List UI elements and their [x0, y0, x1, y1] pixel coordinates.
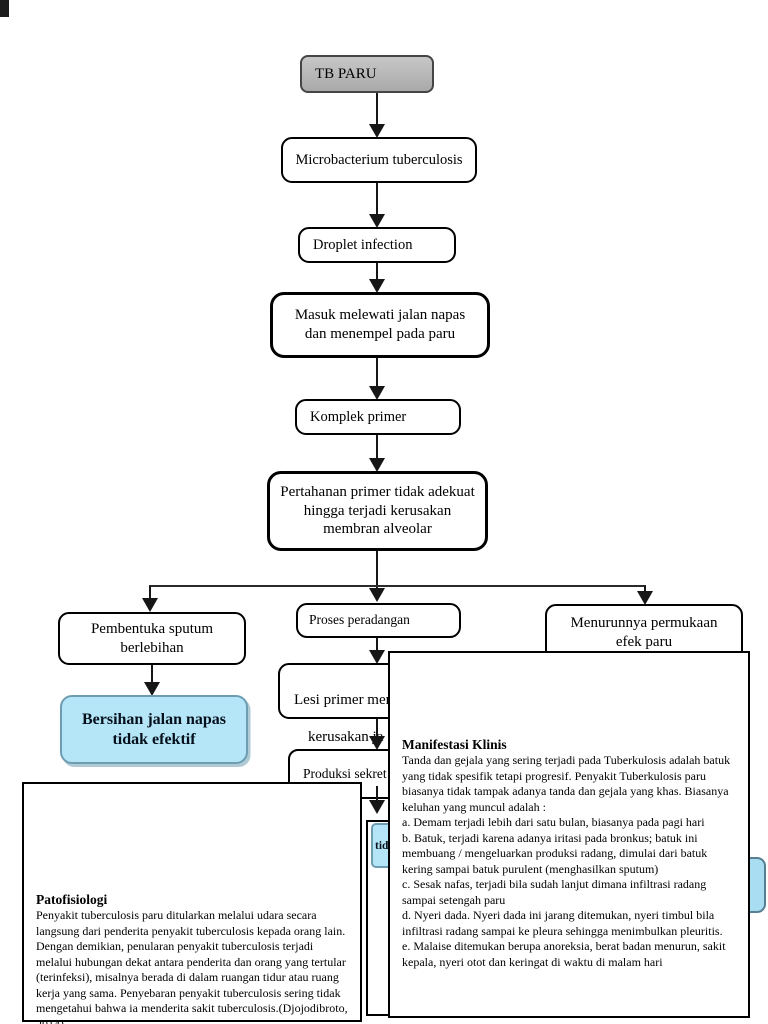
- flow-arrow: [369, 719, 385, 750]
- flow-box-pembentuka-label: Pembentuka sputum berlebihan: [90, 620, 214, 656]
- diagnosis-bersihan-label: Bersihan jalan napas tidak efektif: [81, 710, 227, 748]
- arrow-head-icon: [369, 458, 385, 472]
- flow-arrow: [637, 586, 653, 605]
- arrow-head-icon: [369, 214, 385, 228]
- scan-artifact: [0, 0, 9, 17]
- arrow-head-icon: [144, 682, 160, 696]
- arrow-head-icon: [369, 279, 385, 293]
- arrow-stem: [376, 435, 378, 459]
- textbox-patofisiologi: Patofisiologi Penyakit tuberculosis paru…: [22, 782, 362, 1024]
- flow-arrow: [369, 263, 385, 293]
- flow-box-droplet-infection: Droplet infection: [298, 227, 456, 263]
- textbox-manifestasi-klinis: Manifestasi Klinis Tanda dan gejala yang…: [388, 651, 750, 1018]
- flow-box-komplek-primer: Komplek primer: [295, 399, 461, 435]
- flow-box-menurunnya-label: Menurunnya permukaan efek paru: [570, 615, 718, 650]
- flow-box-produksi-label: Produksi sekret m: [303, 765, 401, 781]
- arrow-head-icon: [369, 650, 385, 664]
- arrow-stem: [376, 786, 378, 801]
- arrow-stem: [376, 638, 378, 651]
- flow-box-proses-peradangan: Proses peradangan: [296, 603, 461, 638]
- flow-arrow: [142, 586, 158, 612]
- flow-box-masuk-label: Masuk melewati jalan napas dan menempel …: [294, 307, 466, 342]
- arrow-stem: [376, 719, 378, 737]
- lesi-line-1: Lesi primer men: [294, 691, 394, 708]
- flow-box-pertahanan-primer: Pertahanan primer tidak adekuat hingga t…: [267, 471, 488, 551]
- flow-box-microbacterium: Microbacterium tuberculosis: [281, 137, 477, 183]
- flow-box-masuk-jalan-napas: Masuk melewati jalan napas dan menempel …: [270, 292, 490, 358]
- flow-arrow: [144, 665, 160, 696]
- diagnosis-box-bersihan-jalan-napas: Bersihan jalan napas tidak efektif: [60, 695, 248, 764]
- manifestasi-body: Tanda dan gejala yang sering terjadi pad…: [402, 753, 731, 969]
- patofisiologi-title: Patofisiologi: [36, 891, 108, 907]
- arrow-stem: [376, 93, 378, 125]
- arrow-stem: [151, 665, 153, 683]
- lesi-line-2: kerusakan ja: [308, 729, 384, 746]
- arrow-head-icon: [142, 598, 158, 612]
- arrow-head-icon: [369, 736, 385, 750]
- flow-arrow: [369, 551, 385, 602]
- flow-box-tb-paru-label: TB PARU: [315, 65, 377, 82]
- flow-arrow: [369, 93, 385, 138]
- arrow-stem: [149, 586, 151, 599]
- flow-arrow: [369, 183, 385, 228]
- flow-box-pembentuka-sputum: Pembentuka sputum berlebihan: [58, 612, 246, 665]
- arrow-head-icon: [369, 800, 385, 814]
- flow-arrow: [369, 358, 385, 400]
- flow-box-tb-paru: TB PARU: [300, 55, 434, 93]
- flow-box-microbacterium-label: Microbacterium tuberculosis: [295, 151, 463, 168]
- flow-arrow: [369, 435, 385, 472]
- flow-box-proses-label: Proses peradangan: [309, 612, 410, 628]
- arrow-stem: [376, 551, 378, 589]
- arrow-head-icon: [369, 386, 385, 400]
- arrow-head-icon: [369, 588, 385, 602]
- arrow-stem: [376, 358, 378, 387]
- flow-box-pertahanan-label: Pertahanan primer tidak adekuat hingga t…: [280, 483, 475, 538]
- arrow-head-icon: [369, 124, 385, 138]
- flow-arrow: [369, 786, 385, 814]
- arrow-stem: [644, 586, 646, 592]
- arrow-head-icon: [637, 591, 653, 605]
- patofisiologi-body: Penyakit tuberculosis paru ditularkan me…: [36, 908, 348, 1024]
- arrow-stem: [376, 263, 378, 280]
- flow-box-komplek-label: Komplek primer: [310, 408, 407, 425]
- manifestasi-title: Manifestasi Klinis: [402, 736, 507, 752]
- arrow-stem: [376, 183, 378, 215]
- branch-connector-line: [149, 585, 646, 587]
- flow-arrow: [369, 638, 385, 664]
- flow-box-droplet-label: Droplet infection: [313, 236, 413, 253]
